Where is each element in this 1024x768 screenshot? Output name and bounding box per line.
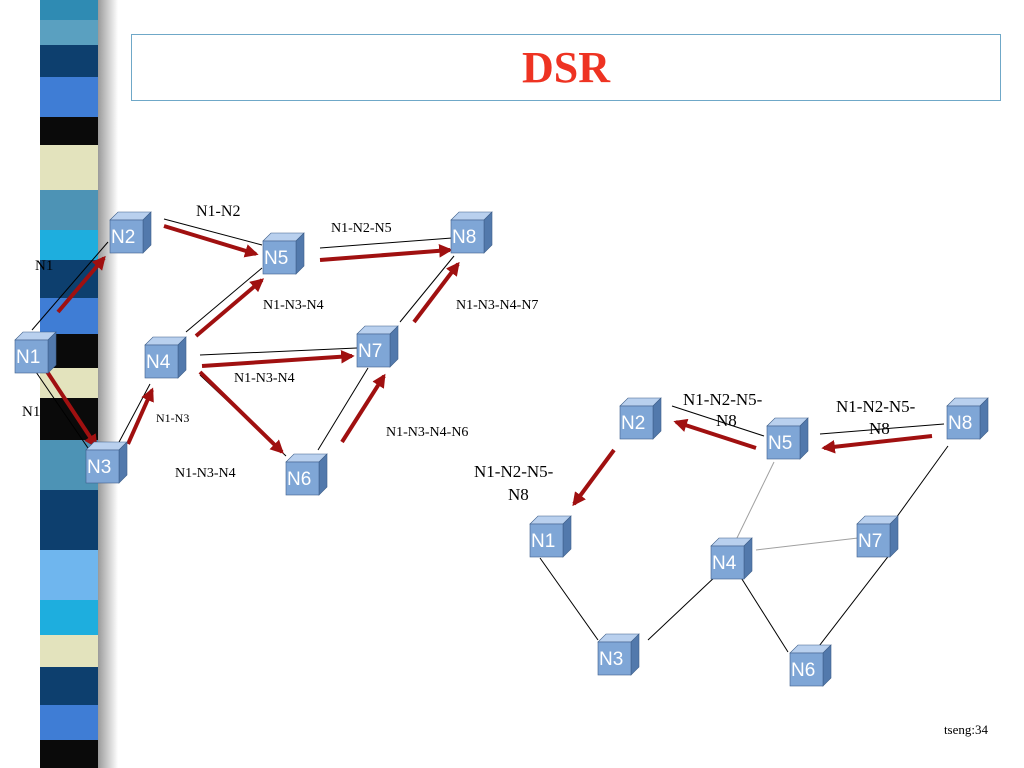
arrow-n8-to-n5	[821, 434, 933, 454]
left-edge-n5-n8	[319, 237, 453, 249]
right-node-n1: N1	[529, 515, 572, 558]
svg-text:N7: N7	[358, 341, 382, 362]
arrow-n2-to-n5	[163, 224, 259, 258]
left-edge-n4-n5	[185, 267, 263, 333]
left-node-n7: N7	[356, 325, 399, 368]
svg-text:N4: N4	[712, 553, 737, 574]
arrow-n7-to-n8	[412, 261, 460, 324]
svg-text:N4: N4	[146, 352, 171, 373]
svg-text:N1: N1	[16, 347, 40, 368]
svg-text:N3: N3	[599, 649, 623, 670]
arrow-n1-to-n2	[56, 255, 106, 314]
right-reply-arrows	[572, 418, 933, 507]
arrow-n2-to-n1	[572, 448, 616, 507]
label-reply-n5-n2-line2: N8	[716, 411, 737, 430]
left-node-n6: N6	[285, 453, 328, 496]
arrow-n3-to-n4	[126, 387, 154, 445]
right-edge-n8-n7	[895, 445, 949, 519]
right-edge-n5-n4	[735, 461, 775, 541]
left-node-n8: N8	[450, 211, 493, 254]
right-node-n5: N5	[766, 417, 809, 460]
right-edges-light	[735, 461, 859, 551]
label-reply-n8-n5-line1: N1-N2-N5-	[836, 397, 916, 416]
right-node-n3: N3	[597, 633, 640, 676]
left-node-n3: N3	[85, 441, 128, 484]
label-n1: N1	[35, 258, 53, 274]
right-node-n2: N2	[619, 397, 662, 440]
right-node-n7: N7	[856, 515, 899, 558]
left-edge-n4-n7	[199, 347, 358, 356]
label-n1-n3-n4-n7: N1-N3-N4-N7	[456, 298, 538, 313]
right-edge-n5-n8	[819, 423, 945, 435]
label-n1-n3-n4-top: N1-N3-N4	[263, 298, 324, 313]
page-title: DSR	[521, 43, 611, 92]
left-node-n1: N1	[14, 331, 57, 374]
right-edge-n2-n5	[671, 405, 765, 437]
left-nodes: N1 N2 N3 N4	[14, 211, 493, 496]
slide-footer: tseng:34	[943, 722, 988, 737]
left-node-n5: N5	[262, 232, 305, 275]
right-edge-n3-n4	[647, 573, 719, 641]
left-network: N1 N1 N1-N2 N1-N2-N5 N1-N3-N4 N1-N3-N4-N…	[14, 203, 538, 496]
svg-text:N3: N3	[87, 457, 111, 478]
decorative-side-strip	[0, 0, 118, 768]
svg-text:N2: N2	[621, 413, 645, 434]
svg-text:N8: N8	[948, 413, 972, 434]
svg-text:N5: N5	[264, 248, 288, 269]
svg-text:N5: N5	[768, 433, 792, 454]
left-edge-n1-n2	[31, 241, 109, 331]
label-n1-n3-partial: N1	[22, 404, 40, 420]
svg-text:N7: N7	[858, 531, 882, 552]
left-route-labels: N1 N1 N1-N2 N1-N2-N5 N1-N3-N4 N1-N3-N4-N…	[22, 203, 538, 481]
label-reply-n8-n5-line2: N8	[869, 419, 890, 438]
right-edge-n1-n3	[539, 557, 599, 641]
left-edge-n6-n7	[317, 367, 369, 451]
svg-text:N8: N8	[452, 227, 476, 248]
svg-text:N1: N1	[531, 531, 555, 552]
label-n1-n3-n4-n6: N1-N3-N4-N6	[386, 425, 468, 440]
svg-text:N2: N2	[111, 227, 135, 248]
left-edge-n7-n8	[399, 255, 455, 323]
label-n1-n3: N1-N3	[156, 411, 189, 425]
arrow-n4-to-n5	[194, 278, 265, 338]
right-edge-n4-n7	[755, 537, 859, 551]
right-node-n4: N4	[710, 537, 753, 580]
right-nodes: N1 N2 N3 N4	[529, 397, 989, 687]
right-network: N1-N2-N5- N8 N1-N2-N5- N8 N1-N2-N5- N8 N…	[474, 390, 989, 687]
left-route-arrows	[40, 224, 460, 454]
left-node-n4: N4	[144, 336, 187, 379]
right-edges	[539, 405, 949, 653]
right-edge-n6-n7	[815, 553, 891, 651]
left-node-n2: N2	[109, 211, 152, 254]
right-node-n8: N8	[946, 397, 989, 440]
right-node-n6: N6	[789, 644, 832, 687]
arrow-n1-to-n3	[40, 362, 98, 449]
label-n1-n3-n4-mid: N1-N3-N4	[234, 371, 295, 386]
right-edge-n4-n6	[739, 575, 789, 653]
label-reply-n5-n2-line1: N1-N2-N5-	[683, 390, 763, 409]
arrow-n6-to-n7	[340, 373, 386, 444]
label-n1-n3-n4-bottom: N1-N3-N4	[175, 466, 236, 481]
left-edge-n1-n3	[35, 371, 89, 449]
label-n1-n2: N1-N2	[196, 203, 240, 220]
arrow-n4-to-n6	[198, 370, 284, 454]
label-reply-n2-n1-line2: N8	[508, 485, 529, 504]
label-reply-n2-n1-line1: N1-N2-N5-	[474, 462, 554, 481]
svg-text:N6: N6	[287, 469, 311, 490]
arrow-n5-to-n2	[673, 418, 757, 450]
left-edge-n2-n5	[163, 218, 263, 246]
title-box: DSR	[131, 34, 1001, 101]
label-n1-n2-n5: N1-N2-N5	[331, 221, 392, 236]
arrow-n5-to-n8	[319, 244, 453, 262]
svg-text:N6: N6	[791, 660, 815, 681]
right-route-labels: N1-N2-N5- N8 N1-N2-N5- N8 N1-N2-N5- N8	[474, 390, 916, 504]
arrow-n4-to-n7	[201, 349, 355, 368]
